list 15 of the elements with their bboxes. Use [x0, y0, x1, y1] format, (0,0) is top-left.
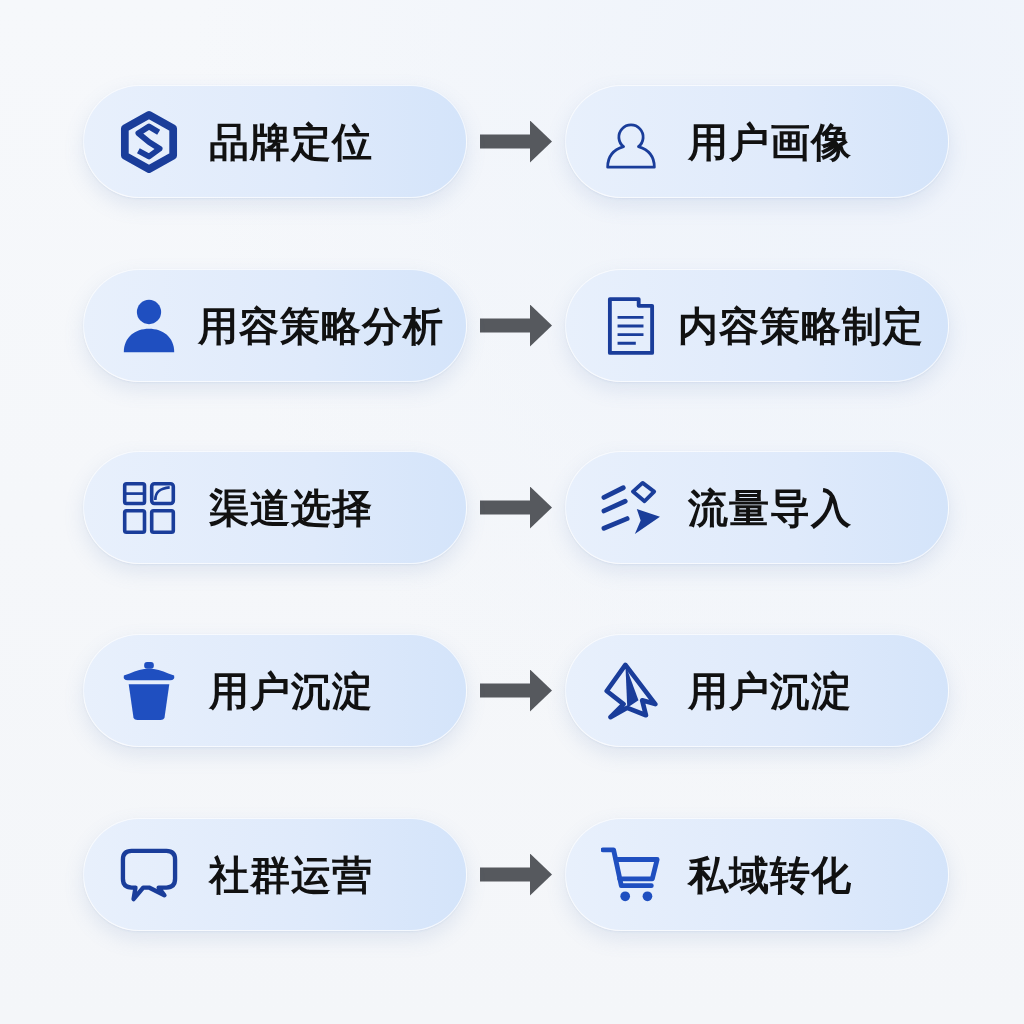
step-label: 社群运营	[209, 850, 373, 899]
step-label: 内容策略制定	[678, 301, 924, 350]
step-label: 渠道选择	[209, 483, 373, 532]
step-label: 用户沉淀	[209, 666, 373, 715]
arrow	[480, 304, 552, 347]
step-label: 用容策略分析	[198, 301, 444, 350]
step-label: 流量导入	[688, 483, 852, 532]
step-label: 私域转化	[688, 850, 852, 899]
step-label: 品牌定位	[209, 117, 373, 166]
arrow	[480, 120, 552, 163]
arrow	[480, 486, 552, 529]
step-label: 用户沉淀	[688, 666, 852, 715]
arrow	[480, 853, 552, 896]
step-label: 用户画像	[688, 117, 852, 166]
arrow	[480, 669, 552, 712]
